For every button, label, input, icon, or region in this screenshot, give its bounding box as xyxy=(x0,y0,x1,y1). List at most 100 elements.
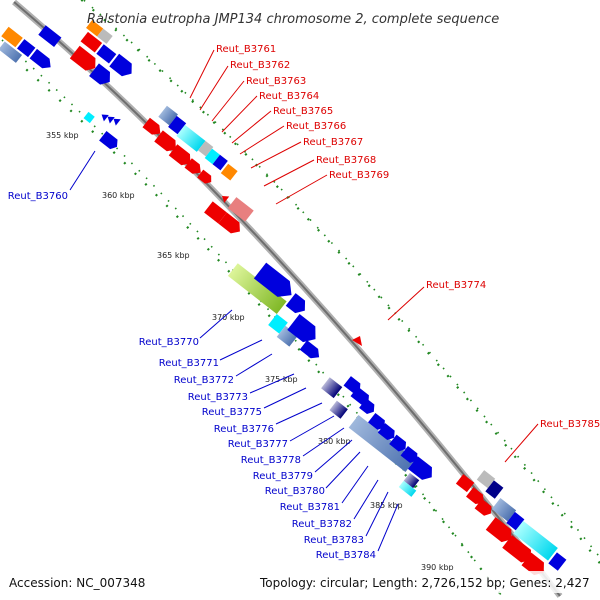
ruler-dotted-line xyxy=(1,39,506,600)
feature-block xyxy=(476,470,496,489)
feature-block xyxy=(506,511,525,531)
feature-arrow xyxy=(253,262,292,297)
label-leader xyxy=(189,49,215,99)
feature-block xyxy=(204,148,220,165)
gene-label-reut-b3782: Reut_B3782 xyxy=(292,519,352,530)
label-leader xyxy=(314,439,353,473)
feature-arrow xyxy=(154,130,176,152)
feature-arrow xyxy=(99,131,118,150)
feature-arrow xyxy=(474,498,492,516)
label-leader xyxy=(249,373,295,394)
feature-arrow xyxy=(222,196,230,203)
feature-arrow xyxy=(359,398,375,415)
gene-label-reut-b3783: Reut_B3783 xyxy=(304,535,364,546)
feature-block xyxy=(220,163,238,181)
feature-arrow xyxy=(168,144,191,166)
feature-block xyxy=(86,20,104,37)
feature-cluster-355 xyxy=(83,111,121,150)
feature-block xyxy=(96,44,117,64)
feature-arrow xyxy=(466,487,484,504)
feature-arrow xyxy=(350,386,369,405)
label-leader xyxy=(325,451,361,489)
gene-label-reut-b3764: Reut_B3764 xyxy=(259,91,319,102)
feature-arrow xyxy=(485,517,512,543)
label-leader xyxy=(263,387,307,409)
feature-block xyxy=(158,105,178,126)
gene-label-reut-b3768: Reut_B3768 xyxy=(316,155,376,166)
feature-arrow xyxy=(218,212,240,234)
feature-block xyxy=(491,498,517,522)
label-leader xyxy=(199,309,233,339)
feature-arrow xyxy=(407,456,432,480)
gene-label-reut-b3779: Reut_B3779 xyxy=(253,471,313,482)
feature-arrow xyxy=(29,48,51,69)
gene-label-reut-b3767: Reut_B3767 xyxy=(303,137,363,148)
feature-block xyxy=(513,520,558,561)
gene-label-reut-b3772: Reut_B3772 xyxy=(174,375,234,386)
map-title: Ralstonia eutropha JMP134 chromosome 2, … xyxy=(87,12,499,27)
gene-label-reut-b3770: Reut_B3770 xyxy=(139,337,199,348)
feature-block xyxy=(321,377,343,399)
feature-cluster-370 xyxy=(227,262,320,359)
accession-label: Accession: NC_007348 xyxy=(9,576,145,590)
ruler-dotted-line xyxy=(79,0,600,566)
label-leader xyxy=(377,503,399,552)
gene-label-reut-b3784: Reut_B3784 xyxy=(316,550,376,561)
feature-arrow xyxy=(368,412,385,430)
label-leader xyxy=(365,491,389,537)
feature-cluster-375 xyxy=(321,376,432,497)
label-leader xyxy=(221,95,258,133)
scale-label-360: 360 kbp xyxy=(102,191,135,200)
gene-label-reut-b3774: Reut_B3774 xyxy=(426,280,486,291)
feature-block xyxy=(204,201,227,224)
feature-arrow xyxy=(285,293,306,314)
label-leader xyxy=(235,353,273,377)
feature-block xyxy=(329,400,348,419)
label-leader xyxy=(263,159,315,187)
gene-label-reut-b3761: Reut_B3761 xyxy=(216,44,276,55)
label-leader xyxy=(199,65,229,111)
gene-label-reut-b3781: Reut_B3781 xyxy=(280,502,340,513)
feature-cluster-top-left xyxy=(0,26,51,69)
label-leader xyxy=(289,415,335,442)
gene-label-reut-b3775: Reut_B3775 xyxy=(202,407,262,418)
label-leader xyxy=(275,402,323,425)
feature-arrow xyxy=(377,423,395,441)
feature-block xyxy=(1,26,23,48)
label-leader xyxy=(341,465,369,504)
feature-block xyxy=(398,480,417,497)
scale-label-390: 390 kbp xyxy=(421,563,454,572)
feature-block xyxy=(455,474,475,493)
label-leader xyxy=(387,286,425,321)
gene-label-reut-b3776: Reut_B3776 xyxy=(214,424,274,435)
feature-block xyxy=(212,154,228,171)
gene-label-reut-b3762: Reut_B3762 xyxy=(230,60,290,71)
feature-arrow xyxy=(142,117,161,135)
feature-block xyxy=(198,140,214,157)
feature-block xyxy=(227,263,287,315)
ruler-dotted-line xyxy=(0,44,507,600)
gene-label-reut-b3777: Reut_B3777 xyxy=(228,439,288,450)
reverse-gene-labels xyxy=(69,150,399,552)
feature-block xyxy=(403,472,420,489)
feature-arrow xyxy=(502,535,531,563)
feature-arrow xyxy=(343,376,361,393)
feature-cluster-3785 xyxy=(455,470,567,576)
feature-arrow xyxy=(389,434,407,452)
feature-cluster-top xyxy=(69,20,132,85)
feature-block xyxy=(227,197,254,222)
label-leader xyxy=(353,479,379,520)
footer-background xyxy=(254,571,600,593)
gene-label-reut-b3780: Reut_B3780 xyxy=(265,486,325,497)
scale-label-355: 355 kbp xyxy=(46,131,79,140)
gene-label-reut-b3771: Reut_B3771 xyxy=(159,358,219,369)
scale-label-365: 365 kbp xyxy=(157,251,190,260)
feature-arrow xyxy=(521,552,544,576)
gene-label-reut-b3778: Reut_B3778 xyxy=(241,455,301,466)
feature-block xyxy=(176,124,206,152)
genome-summary: Topology: circular; Length: 2,726,152 bp… xyxy=(259,576,590,590)
label-leader xyxy=(504,423,539,463)
feature-block xyxy=(168,115,187,135)
